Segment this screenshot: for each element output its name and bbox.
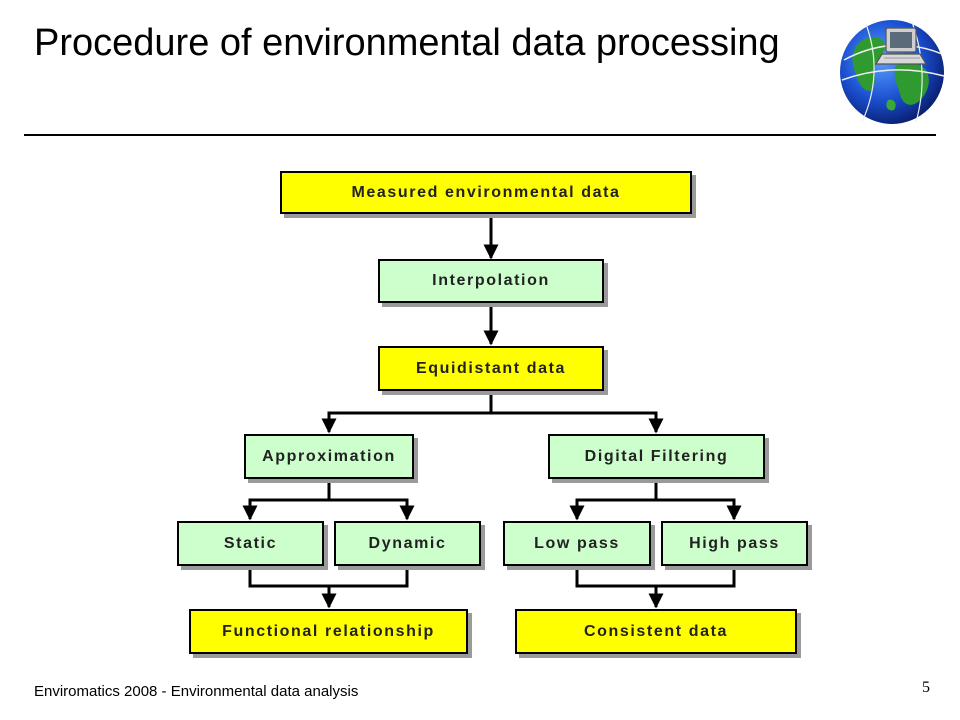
slide-title: Procedure of environmental data processi… xyxy=(34,22,780,64)
connector-filtering-low-pass xyxy=(569,498,656,521)
node-digital-filtering: Digital Filtering xyxy=(548,434,765,479)
node-high-pass: High pass xyxy=(661,521,808,566)
connector-split-digital-filtering xyxy=(491,411,664,434)
node-low-pass: Low pass xyxy=(503,521,651,566)
node-functional-relationship: Functional relationship xyxy=(189,609,468,654)
node-measured-environmental-data: Measured environmental data xyxy=(280,171,692,214)
globe-computer-icon xyxy=(840,20,945,124)
connector-approximation-dynamic xyxy=(329,498,415,521)
node-dynamic: Dynamic xyxy=(334,521,481,566)
node-equidistant-data: Equidistant data xyxy=(378,346,604,391)
connector-filtering-high-pass xyxy=(656,498,742,521)
page-number: 5 xyxy=(922,679,930,696)
connector-static-dynamic-merge xyxy=(248,566,409,588)
connector-lowpass-highpass-merge xyxy=(575,566,736,588)
node-approximation: Approximation xyxy=(244,434,414,479)
node-interpolation: Interpolation xyxy=(378,259,604,303)
node-static: Static xyxy=(177,521,324,566)
connector-approximation-static xyxy=(242,498,329,521)
title-divider xyxy=(24,134,936,136)
slide-footer: Enviromatics 2008 - Environmental data a… xyxy=(34,683,359,700)
connector-split-approximation xyxy=(321,411,491,434)
node-consistent-data: Consistent data xyxy=(515,609,797,654)
